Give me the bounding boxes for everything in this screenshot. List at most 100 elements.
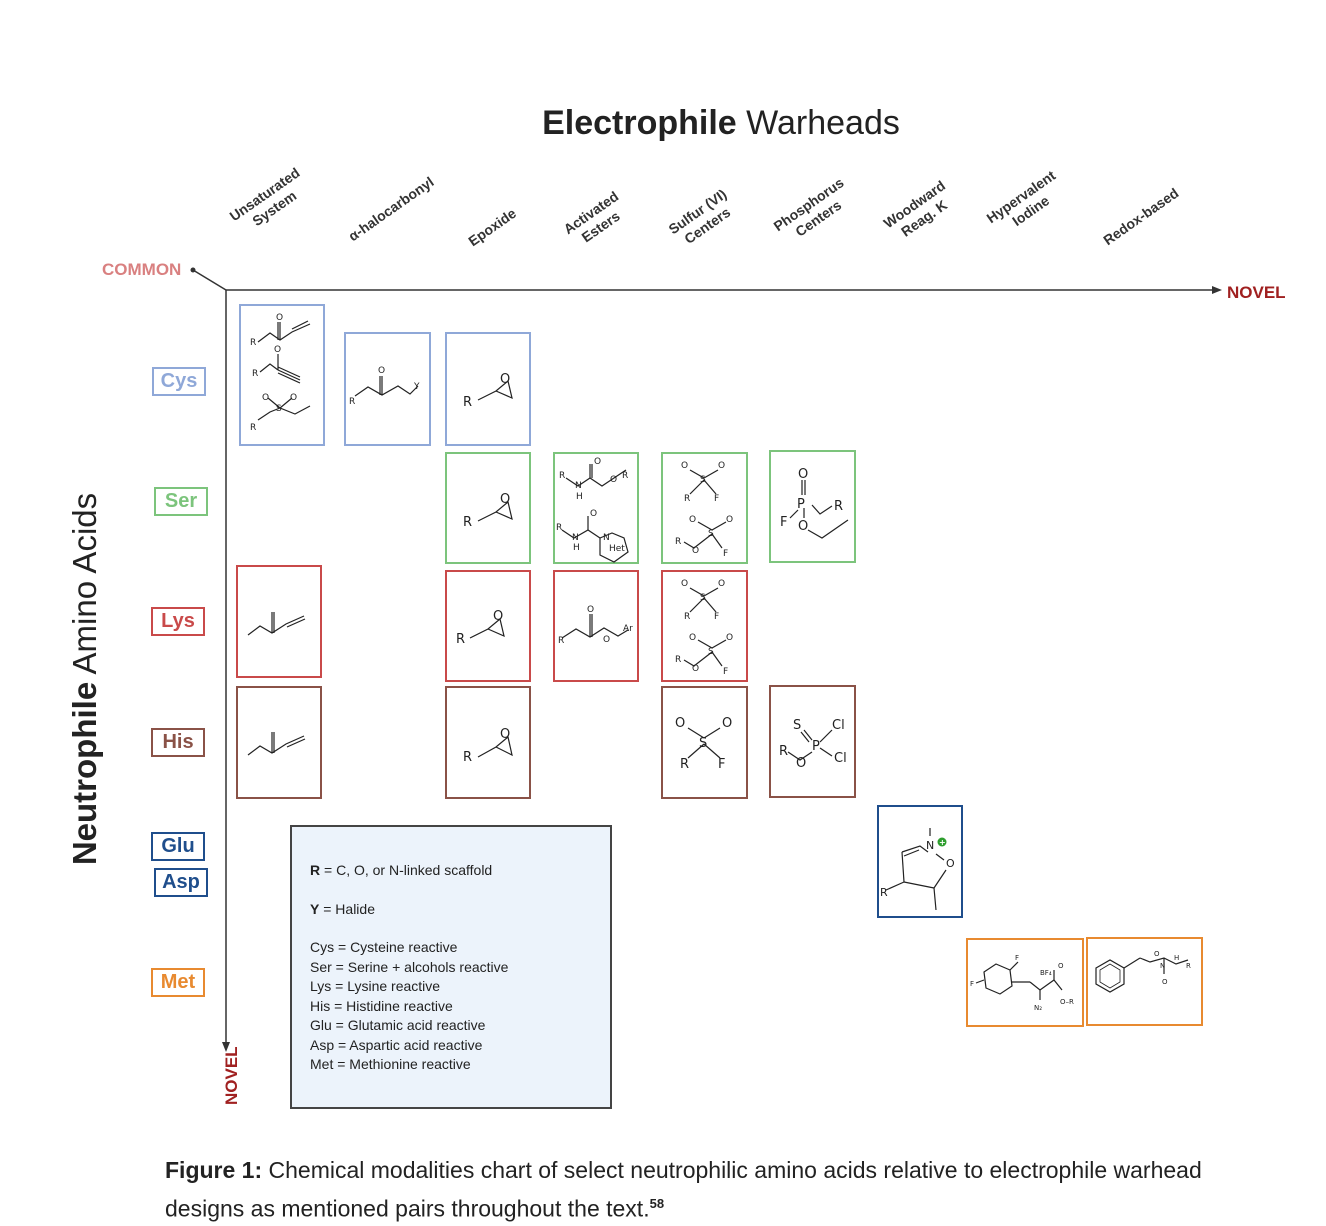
cell-his-sulfur (661, 686, 748, 799)
atom-o: O (718, 461, 725, 471)
atom-o: O (681, 461, 688, 471)
cell-lys-epoxide (445, 570, 531, 682)
atom-n2: N₂ (1034, 1004, 1042, 1012)
cell-his-unsaturated (236, 686, 322, 799)
cell-ser-epoxide (445, 452, 531, 564)
cell-his-epoxide (445, 686, 531, 799)
atom-f: F (718, 757, 725, 772)
axis-novel-x-label: NOVEL (1227, 283, 1286, 302)
atom-r: R (559, 471, 565, 481)
legend-y-key: Y (310, 900, 320, 917)
legend-line: Ser = Serine + alcohols reactive (310, 958, 509, 975)
atom-f: F (723, 667, 728, 677)
cell-met-hypervalent (966, 938, 1084, 1027)
cell-ser-phosphorus (769, 450, 856, 563)
atom-o: O (274, 345, 281, 355)
atom-f: F (714, 494, 719, 504)
legend-r-text: = C, O, or N-linked scaffold (320, 862, 493, 878)
legend-r-key: R (310, 862, 321, 878)
atom-s: S (793, 718, 801, 733)
atom-r: R (779, 744, 788, 759)
atom-y: Y (413, 382, 420, 392)
caption-label: Figure 1: (165, 1157, 263, 1183)
atom-o: O (718, 579, 725, 589)
atom-o: O (681, 579, 688, 589)
atom-o: O (689, 633, 696, 643)
atom-ar: Ar (623, 624, 633, 634)
legend-line: Met = Methionine reactive (310, 1056, 471, 1072)
legend-line: Cys = Cysteine reactive (310, 939, 458, 955)
title-bold: Electrophile (542, 104, 737, 142)
atom-r: R (558, 636, 564, 646)
atom-cl: Cl (832, 718, 845, 733)
row-label-ser: Ser (154, 487, 208, 516)
cell-cys-epoxide (445, 332, 531, 446)
atom-het: Het (609, 544, 625, 554)
atom-o: O (276, 313, 283, 323)
atom-cl: Cl (834, 751, 847, 766)
atom-r: R (252, 369, 258, 379)
atom-o: O (692, 664, 699, 674)
atom-o: O (1058, 962, 1064, 970)
atom-p: P (812, 739, 820, 754)
legend-box: R = C, O, or N-linked scaffold Y = Halid… (290, 825, 612, 1109)
atom-o: O (946, 857, 955, 870)
atom-r: R (463, 750, 472, 765)
cell-ser-activated-esters (553, 452, 639, 564)
cell-cys-unsaturated (239, 304, 325, 446)
atom-r: R (463, 395, 472, 410)
svg-text:+: + (939, 838, 946, 847)
atom-s: S (708, 647, 714, 657)
atom-o: O (493, 609, 503, 624)
atom-r: R (680, 757, 689, 772)
atom-o: O (500, 372, 510, 387)
legend-line: His = Histidine reactive (310, 997, 453, 1014)
atom-r: R (456, 632, 465, 647)
cell-gluasp-woodward (877, 805, 963, 918)
atom-r: R (622, 471, 628, 481)
atom-o: O (500, 492, 510, 507)
atom-r: R (1186, 962, 1191, 970)
figure-caption: Figure 1: Chemical modalities chart of s… (165, 1154, 1245, 1226)
axis-common-label: COMMON (102, 260, 182, 279)
caption-text: Chemical modalities chart of select neut… (165, 1157, 1202, 1222)
atom-o: O (798, 519, 808, 534)
legend-line: Glu = Glutamic acid reactive (310, 1017, 486, 1033)
atom-r: R (675, 537, 681, 547)
cell-ser-sulfur (661, 452, 748, 564)
atom-f: F (780, 515, 787, 530)
atom-n: N (575, 481, 582, 491)
cell-lys-sulfur (661, 570, 748, 682)
legend-y-text: = Halide (319, 900, 375, 917)
cell-lys-activated-esters (553, 570, 639, 682)
atom-n: N (926, 839, 934, 852)
atom-n: N (603, 533, 610, 543)
atom-r: R (880, 886, 888, 899)
atom-n: N (572, 533, 579, 543)
atom-f: F (1015, 954, 1019, 962)
atom-o: O (587, 605, 594, 615)
row-label-his: His (151, 728, 205, 757)
caption-reference: 58 (649, 1196, 665, 1211)
atom-h: H (573, 543, 580, 553)
row-label-glu: Glu (151, 832, 205, 861)
atom-s: S (700, 475, 706, 485)
atom-bf4: BF₄ (1040, 969, 1052, 977)
atom-o: O (692, 546, 699, 556)
cell-met-redox (1086, 937, 1203, 1026)
atom-o: O (722, 716, 732, 731)
atom-o: O (290, 393, 297, 403)
atom-s: S (708, 529, 714, 539)
atom-o: O (675, 716, 685, 731)
row-label-asp: Asp (154, 868, 208, 897)
atom-p: P (797, 497, 805, 512)
atom-s: S (699, 736, 707, 751)
atom-r: R (463, 515, 472, 530)
atom-s: S (276, 404, 282, 414)
atom-o: O (603, 635, 610, 645)
atom-o: O (1154, 950, 1160, 958)
atom-o: O (726, 515, 733, 525)
atom-o: O (500, 727, 510, 742)
